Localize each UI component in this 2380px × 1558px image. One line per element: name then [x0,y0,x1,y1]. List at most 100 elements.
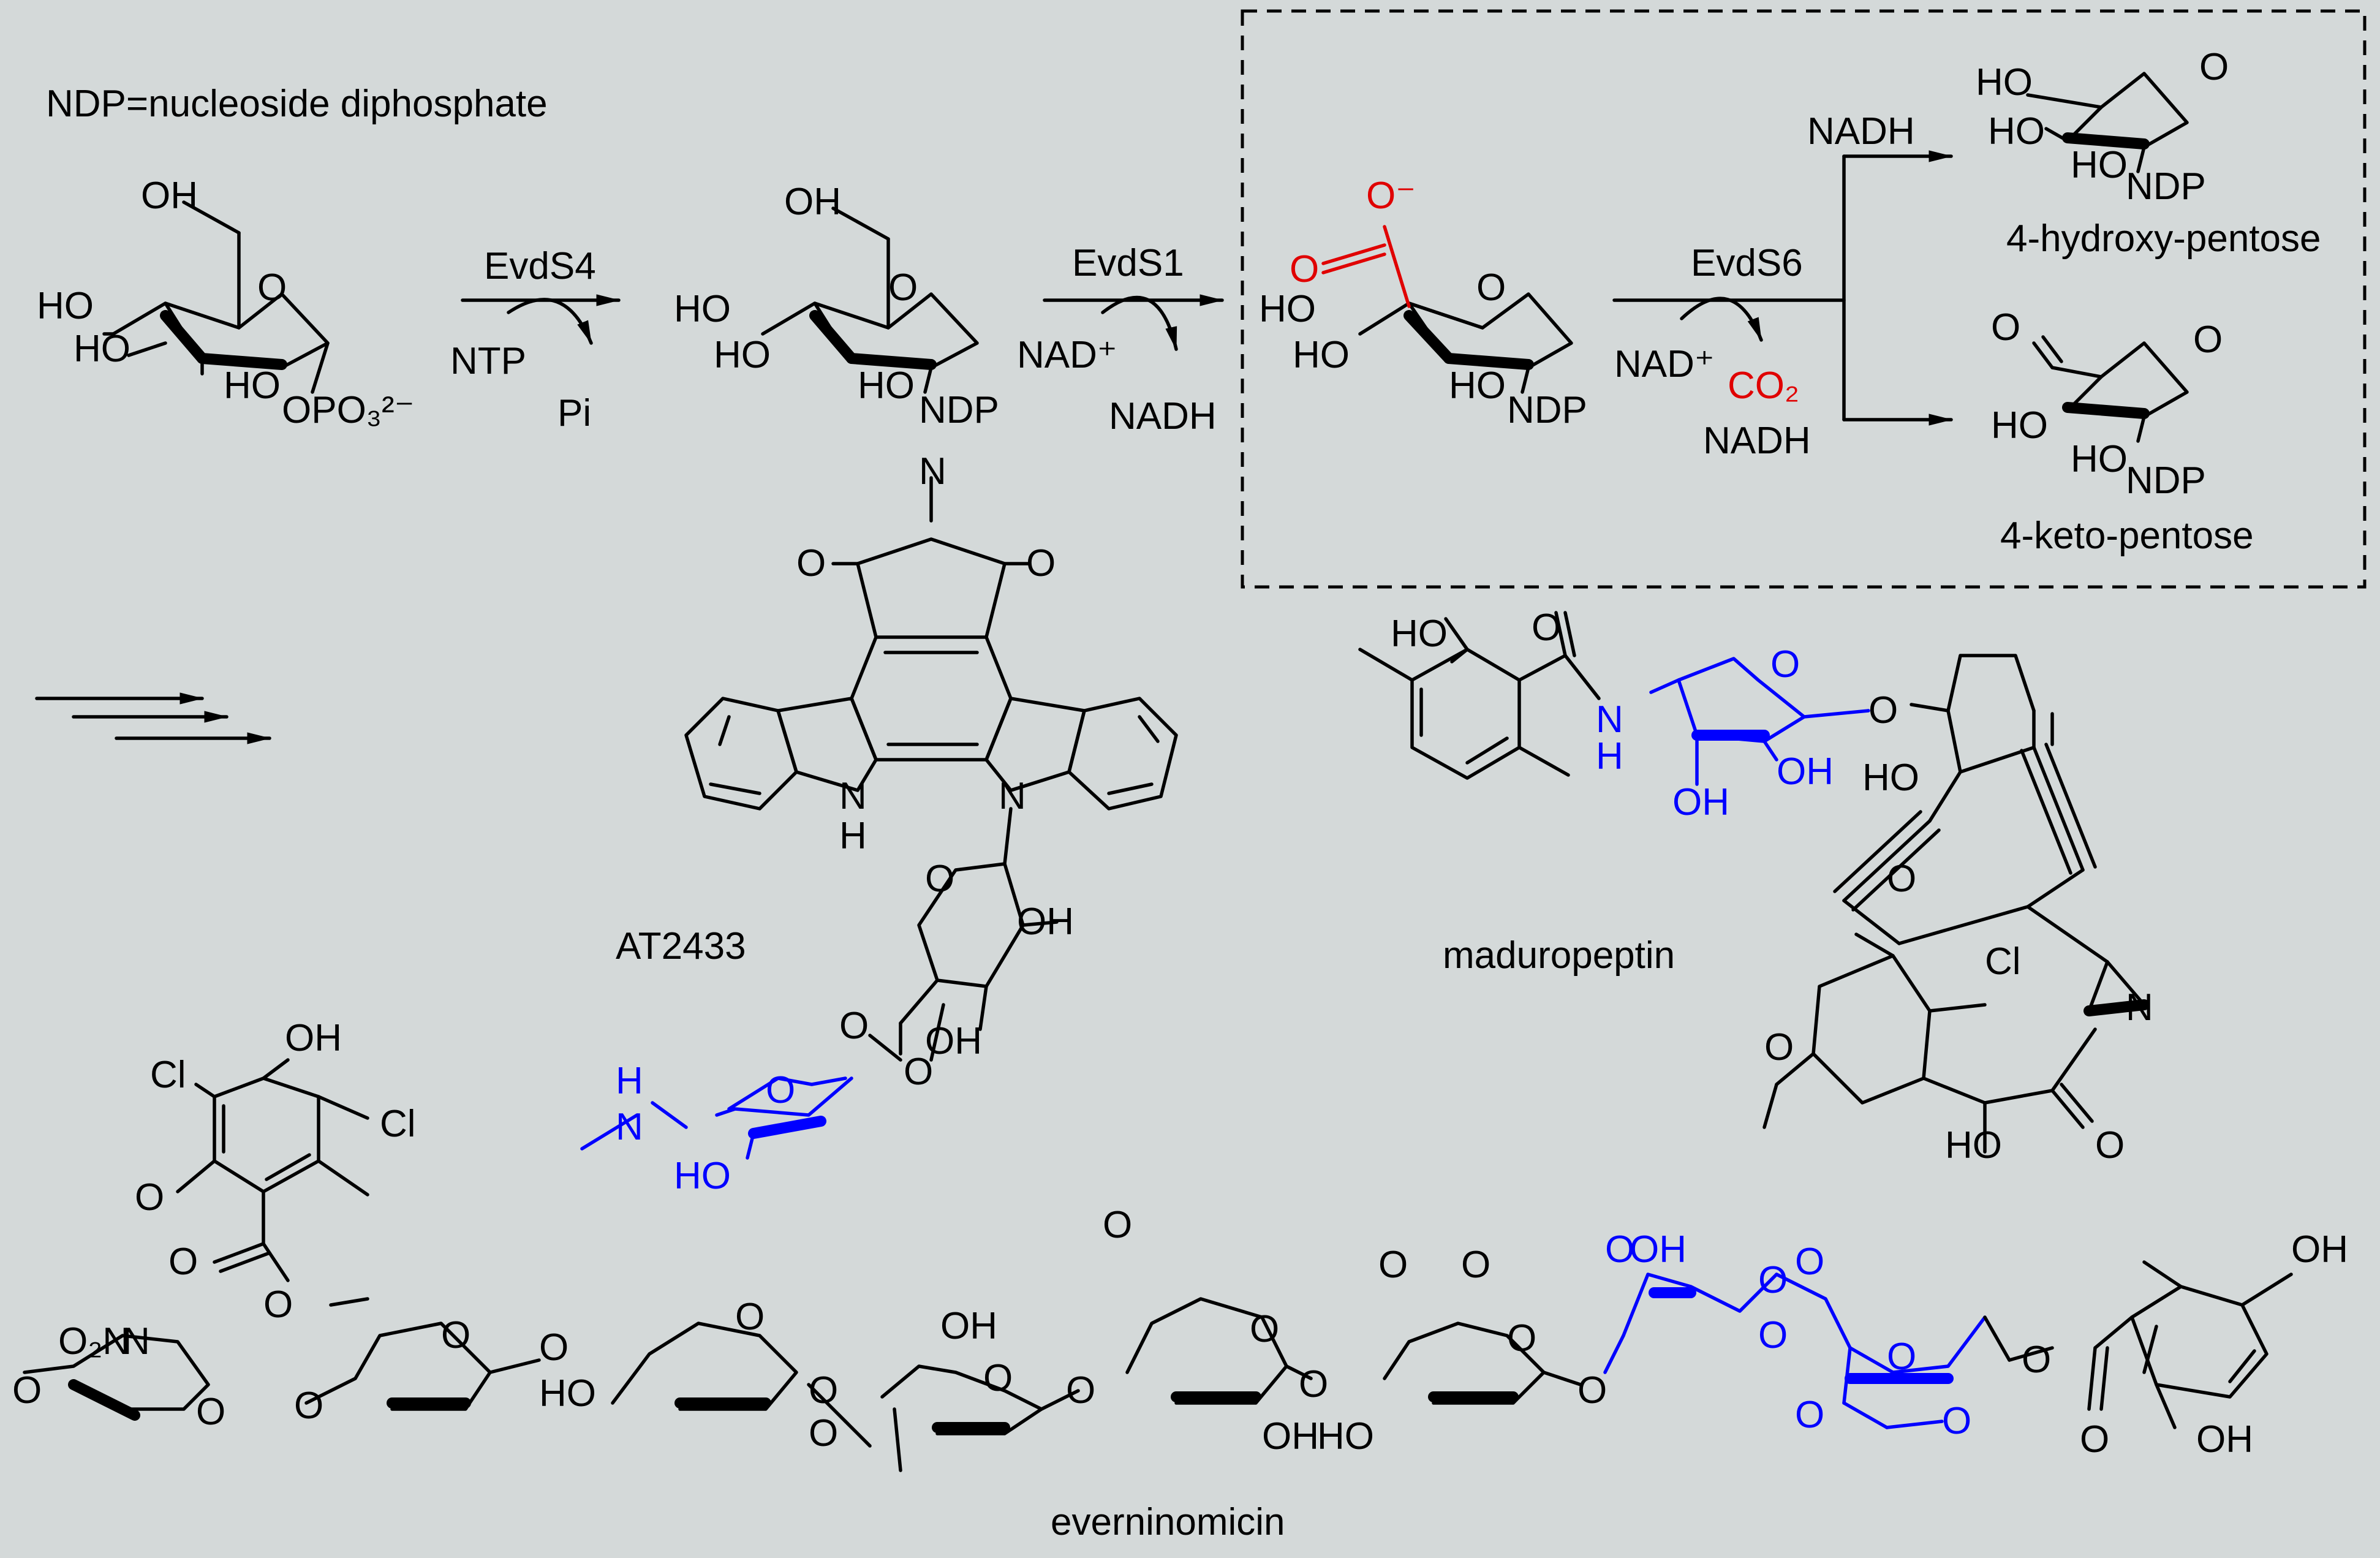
ring-oxygen-label: O [1250,1308,1279,1350]
phosphate-label: OPO₃²⁻ [282,389,414,431]
ring-oxygen-label: O [1887,1336,1916,1378]
hydroxyl-label: OH [2291,1228,2348,1271]
carbonyl-oxygen-label: O [1290,248,1319,290]
methoxy-oxygen-label: O [12,1369,42,1412]
hydroxyl-label: OH [2196,1418,2253,1461]
hydroxyl-label: HO [224,365,281,407]
enzyme-label: EvdS1 [1072,242,1184,284]
hydroxyl-label: OH [925,1020,982,1062]
hydroxyl-label: OH [940,1305,997,1347]
hydroxyl-label: OH [1672,781,1729,823]
coproduct-label: NADH [1109,395,1217,437]
ester-oxygen-label: O [263,1284,293,1326]
compound-label-everninomicin: everninomicin [1051,1501,1285,1543]
hydroxyl-label: HO [1945,1124,2002,1167]
ring-oxygen-label: O [2199,46,2229,88]
ether-oxygen-label: O [1887,858,1916,900]
ortho-ester-oxygen-label: O [1795,1241,1824,1283]
imide-nitrogen-label: N [919,450,946,493]
hydroxyl-label: HO [74,328,130,370]
amide-hydrogen-label: H [1596,735,1623,777]
ring-oxygen-label: O [1507,1317,1536,1359]
hydroxyl-label: HO [1449,365,1506,407]
hydroxyl-label: HO [1988,110,2045,153]
methoxy-oxygen-label: O [135,1176,164,1219]
keto-pentose-structure: O O HO HO NDP 4-keto-pentose [1991,306,2254,557]
hydroxyl-label: HO [1976,61,2033,104]
ring-oxygen-label: O [888,267,918,309]
hydroxyl-label: HO [1991,404,2048,447]
product-label-hydroxy-pentose: 4-hydroxy-pentose [2006,217,2321,260]
methoxy-oxygen-label: O [1764,1026,1794,1068]
hydroxyl-label: HO [1259,288,1316,330]
ring-oxygen-label: O [925,858,954,900]
hydroxyl-label: OH [285,1017,342,1059]
hydroxyl-label: HO [674,288,731,330]
amine-hydrogen-label: H [616,1060,643,1102]
glycosidic-oxygen-label: O [539,1326,569,1369]
glucose-1-phosphate-structure: OH O HO HO HO OPO₃²⁻ [37,175,414,431]
hydroxyl-label: OH [1777,751,1834,793]
hydroxyl-label: HO [1293,334,1350,376]
hydroxy-pentose-structure: HO O HO HO NDP 4-hydroxy-pentose [1976,46,2321,260]
ortho-ester-oxygen-label: O [809,1369,838,1412]
methoxy-oxygen-label: O [904,1051,933,1093]
glycosidic-oxygen-label: O [1577,1369,1607,1412]
glycosidic-oxygen-label: O [294,1385,323,1427]
coproduct-label: NADH [1703,420,1811,462]
at2433-structure: N O O N H N O OH OH O O O H N HO AT2433 [580,450,1178,1197]
ring-oxygen-label: O [1770,643,1800,686]
branch-reagent-label: NADH [1807,110,1915,153]
ring-oxygen-label: O [441,1314,470,1356]
reaction-arrow-evds4: EvdS4 NTP Pi [450,245,621,434]
chloro-label: Cl [150,1054,186,1096]
decarboxylation-box [1241,9,2367,589]
hydroxyl-label: HO [539,1372,596,1415]
ring-oxygen-label: O [1942,1400,1971,1442]
hydroxyl-label: HO [37,285,94,327]
ndp-glucose-structure: OH O HO HO HO NDP [674,181,999,431]
amide-nitrogen-label: N [1596,698,1623,741]
methoxy-oxygen-label: O [1461,1244,1490,1286]
amide-oxygen-label: O [1532,607,1561,649]
cosubstrate-label: NTP [450,340,526,382]
cosubstrate-label: NAD⁺ [1614,343,1715,385]
hydroxyl-label: OH [1017,901,1074,943]
co2-label: CO₂ [1728,365,1799,407]
methoxy-oxygen-label: O [1378,1244,1408,1286]
cosubstrate-label: NAD⁺ [1017,334,1117,376]
hydroxyl-label: HO [1391,613,1448,655]
ndp-definition-note: NDP=nucleoside diphosphate [46,83,548,125]
nitro-label: O₂N [58,1320,130,1363]
hydroxyl-label: OH [784,181,841,223]
ring-oxygen-label: O [2193,319,2223,361]
ortho-ester-oxygen-label: O [1758,1314,1788,1356]
lactam-nitrogen-label: N [2126,986,2153,1029]
chloro-label: Cl [380,1103,416,1145]
hydroxyl-label: HO [714,334,771,376]
indole-nitrogen-label: N [839,775,867,817]
reaction-arrow-evds6: EvdS6 NAD⁺ CO₂ NADH NADH [1612,110,1953,462]
lactam-oxygen-label: O [2095,1124,2125,1167]
indole-hydrogen-label: H [839,815,867,857]
ndp-label: NDP [2126,459,2206,502]
chloro-label: Cl [1985,940,2021,983]
enzyme-label: EvdS4 [484,245,596,287]
ndp-label: NDP [1507,389,1587,431]
compound-label-at2433: AT2433 [616,925,746,967]
ring-oxygen-label: O [1476,267,1506,309]
ortho-ester-oxygen-label: O [809,1412,838,1454]
glycosidic-oxygen-label: O [1868,689,1898,732]
multistep-arrows [35,692,271,744]
ester-oxygen-label: O [2080,1418,2109,1461]
hydroxyl-label: OH [141,175,198,217]
carbonyl-oxygen-label: O [1026,542,1056,584]
ring-oxygen-label: O [983,1357,1013,1399]
carboxylate-oxygen-label: O⁻ [1366,175,1416,217]
hydroxyl-label: HO [2071,144,2128,186]
hydroxyl-label: OH [1262,1415,1319,1458]
hydroxyl-label: HO [1317,1415,1374,1458]
glycosidic-oxygen-label: O [839,1005,869,1047]
hydroxyl-label: HO [674,1155,731,1197]
